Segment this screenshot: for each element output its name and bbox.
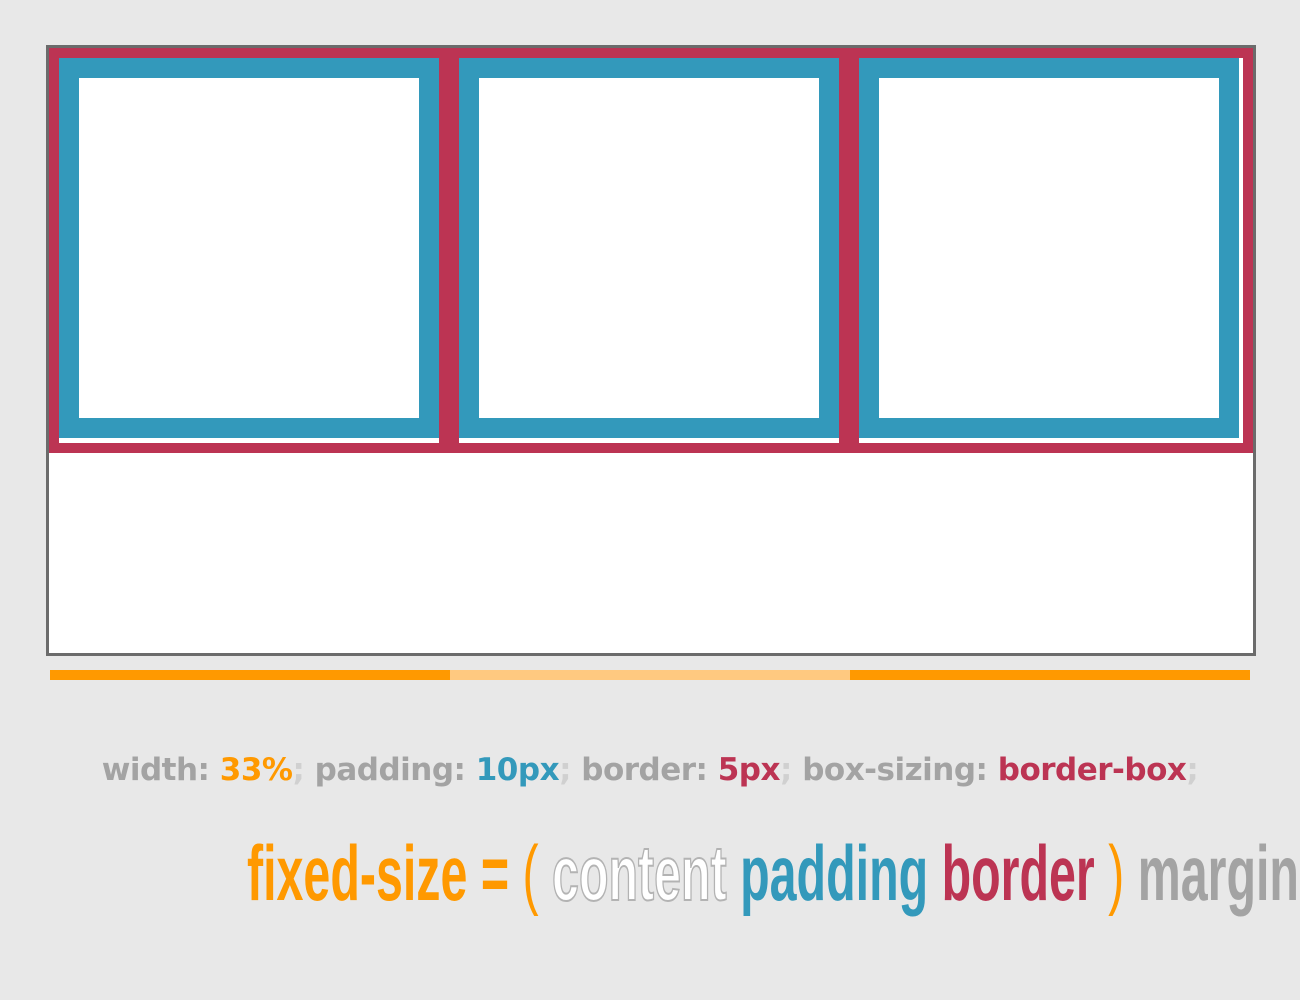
box-padding-1 bbox=[59, 58, 439, 438]
formula-fixed-size: fixed-size = bbox=[247, 829, 523, 917]
boxes-row bbox=[49, 48, 1253, 453]
box-padding-3 bbox=[859, 58, 1239, 438]
border-property-label: border: bbox=[581, 752, 718, 788]
box-sizing-property-label: box-sizing: bbox=[802, 752, 998, 788]
padding-property-value: 10px bbox=[475, 752, 560, 788]
box-sizing-property-value: border-box bbox=[997, 752, 1187, 788]
formula-content: content bbox=[551, 828, 727, 918]
size-formula: fixed-size = ( content padding border ) … bbox=[247, 828, 1299, 919]
separator: ; bbox=[292, 752, 315, 788]
padding-property-label: padding: bbox=[314, 752, 476, 788]
formula-open-paren: ( bbox=[522, 829, 553, 917]
css-declaration-line: width: 33%; padding: 10px; border: 5px; … bbox=[0, 752, 1300, 788]
formula-border: border bbox=[928, 829, 1109, 917]
width-bar-segment-2 bbox=[450, 670, 850, 680]
formula-padding: padding bbox=[726, 829, 929, 917]
width-bar bbox=[50, 670, 1250, 680]
separator: ; bbox=[1186, 752, 1199, 788]
width-property-label: width: bbox=[101, 752, 220, 788]
formula-margin: margin bbox=[1124, 829, 1299, 917]
formula-close-paren: ) bbox=[1108, 829, 1125, 917]
separator: ; bbox=[559, 752, 582, 788]
box-padding-2 bbox=[459, 58, 839, 438]
separator: ; bbox=[780, 752, 803, 788]
box-border-1 bbox=[49, 48, 449, 453]
width-bar-segment-3 bbox=[850, 670, 1250, 680]
border-property-value: 5px bbox=[717, 752, 781, 788]
width-bar-segment-1 bbox=[50, 670, 450, 680]
box-border-3 bbox=[849, 48, 1253, 453]
box-border-2 bbox=[449, 48, 849, 453]
width-property-value: 33% bbox=[219, 752, 293, 788]
outer-container bbox=[46, 45, 1256, 656]
